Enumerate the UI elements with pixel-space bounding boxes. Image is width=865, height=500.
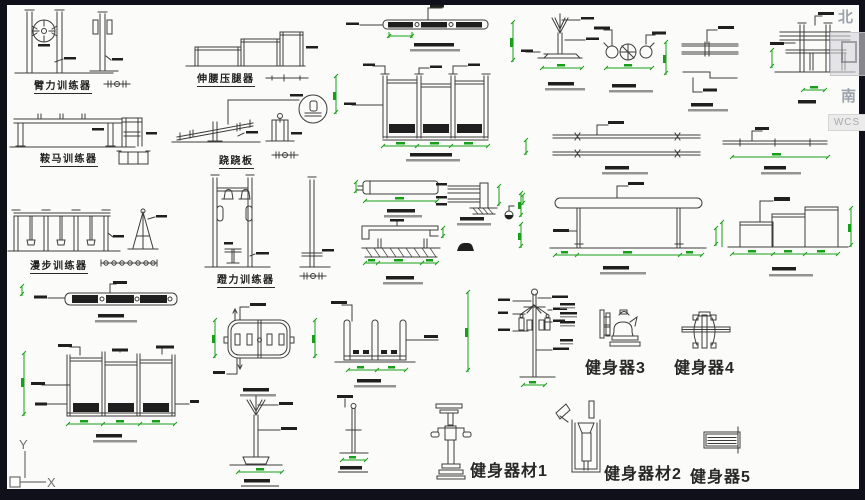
bar-plan-detail-drawing: [663, 26, 739, 112]
pole-device-detail-drawing: [498, 288, 569, 388]
drawing-layer: Y X: [7, 5, 856, 489]
device5-glyph: [703, 426, 741, 454]
railing-plan-elevation-drawing: [520, 121, 719, 275]
ucs-y-label: Y: [19, 437, 28, 452]
equipment1-glyph: [430, 403, 472, 480]
leg-power-trainer-drawing: [204, 174, 334, 280]
tree-detail-top-drawing: [521, 13, 599, 91]
anchor-detail-drawing: [337, 395, 369, 473]
arm-strength-trainer-drawing: [14, 9, 131, 88]
seesaw-drawing: [171, 94, 328, 159]
bench-detail-drawing: [353, 179, 524, 285]
pommel-horse-drawing: [9, 113, 157, 165]
detail-label-list: [560, 303, 577, 345]
walking-trainer-drawing: [7, 208, 167, 267]
drawing-canvas[interactable]: Y X: [7, 5, 859, 489]
panel-elevation-drawing: [344, 19, 516, 162]
side-railing-drawing: [769, 12, 856, 104]
tree-detail-bottom-drawing: [229, 395, 297, 487]
bench-plan-elevation-drawing: [19, 281, 199, 443]
leg-press-drawing: [185, 31, 318, 82]
device4-glyph: [681, 311, 731, 349]
panel-plan-drawing: [333, 5, 489, 115]
ucs-x-label: X: [47, 475, 56, 489]
u-channel-detail-drawing: [331, 289, 471, 388]
pulley-detail-drawing: [594, 26, 666, 93]
device3-glyph: [599, 309, 641, 347]
rounded-table-plan-drawing: [212, 303, 318, 397]
equipment2-glyph: [555, 400, 601, 473]
ucs-icon: Y X: [9, 437, 56, 489]
stepped-platform-drawing: [719, 127, 854, 277]
